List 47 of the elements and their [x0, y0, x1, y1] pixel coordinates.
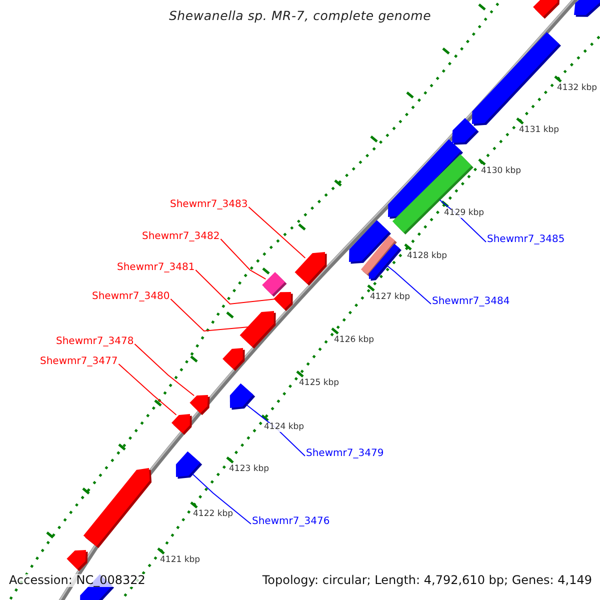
scale-label: 4129 kbp [444, 209, 484, 218]
gene-label: Shewmr7_3485 [487, 234, 565, 245]
gene-block [368, 244, 402, 281]
leader-line [170, 298, 250, 332]
scale-label: 4130 kbp [481, 167, 522, 176]
gene-label: Shewmr7_3483 [170, 199, 248, 210]
leader-line [248, 206, 306, 258]
scale-label: 4123 kbp [229, 465, 270, 474]
scale-label: 4131 kbp [519, 126, 560, 136]
scale-label: 4126 kbp [334, 336, 374, 346]
scale-label: 4125 kbp [299, 379, 340, 388]
genome-stats-note: Topology: circular; Length: 4,792,610 bp; Genes: 4,149 [260, 574, 594, 588]
gene-block [240, 311, 276, 349]
gene-label: Shewmr7_3482 [142, 231, 220, 242]
map-title: Shewanella sp. MR-7, complete genome [168, 9, 432, 23]
gene-label: Shewmr7_3484 [432, 296, 510, 307]
leader-line [118, 364, 177, 416]
accession-note: Accession: NC_008322 [7, 574, 148, 588]
leader-line [192, 474, 252, 524]
scale-label: 4121 kbp [160, 556, 200, 566]
gene-block [222, 348, 245, 371]
gene-block [190, 395, 210, 416]
gene-block [533, 0, 560, 19]
gene-label: Shewmr7_3481 [117, 262, 195, 273]
gene-label: Shewmr7_3477 [40, 356, 118, 367]
gene-label: Shewmr7_3478 [56, 336, 134, 347]
gene-block [294, 252, 327, 286]
scale-label: 4127 kbp [370, 293, 410, 302]
gene-block [574, 0, 600, 17]
leader-line [386, 265, 432, 304]
gene-label: Shewmr7_3476 [252, 516, 330, 527]
leader-line [195, 270, 276, 305]
leader-line [134, 344, 195, 396]
gene-block [230, 383, 256, 410]
scale-label: 4124 kbp [264, 423, 304, 432]
scale-label: 4132 kbp [557, 84, 598, 94]
scale-label: 4128 kbp [407, 252, 448, 262]
gene-block [274, 292, 293, 312]
gene-block [172, 414, 192, 435]
gene-block [83, 468, 152, 548]
leader-line [220, 238, 266, 280]
gene-label: Shewmr7_3480 [92, 291, 170, 302]
gene-block [176, 451, 202, 479]
gene-block [66, 550, 88, 572]
scale-label: 4122 kbp [193, 510, 234, 520]
gene-label: Shewmr7_3479 [306, 448, 384, 459]
gene-block [452, 118, 479, 145]
